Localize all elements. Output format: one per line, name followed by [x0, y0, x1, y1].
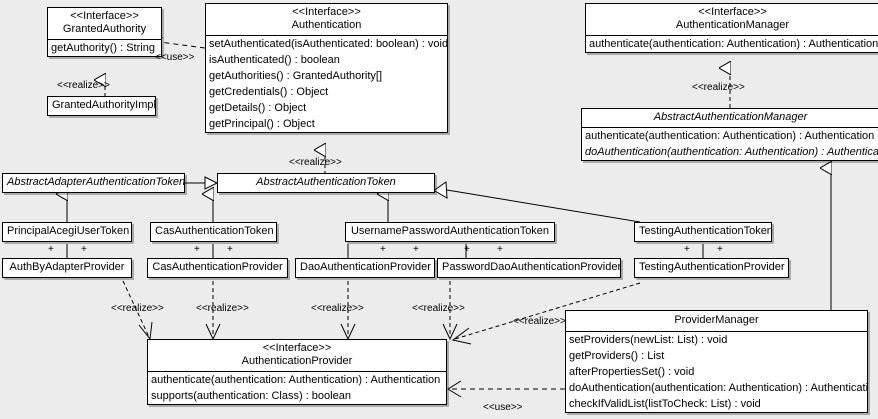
stereotype-label: <<Interface>>: [698, 6, 767, 18]
class-name: ProviderManager: [674, 314, 759, 326]
method-is-authenticated: isAuthenticated() : boolean: [209, 54, 340, 66]
class-provider-manager[interactable]: ProviderManager setProviders(newList: Li…: [565, 310, 868, 413]
edge-label-realize-cas-provider: <<realize>>: [196, 303, 249, 314]
multiplicity-testing-token-target: +: [717, 244, 723, 255]
class-cas-authentication-token[interactable]: CasAuthenticationToken: [150, 222, 277, 242]
edge-label-realize-abstract-authentication-manager: <<realize>>: [692, 82, 745, 93]
multiplicity-principal-token-source: +: [48, 244, 54, 255]
stereotype-label: <<Interface>>: [262, 342, 332, 354]
class-testing-authentication-provider[interactable]: TestingAuthenticationProvider: [634, 258, 789, 278]
method-get-principal: getPrincipal() : Object: [209, 118, 315, 130]
class-name: TestingAuthenticationProvider: [639, 261, 785, 273]
method-get-credentials: getCredentials() : Object: [209, 86, 329, 98]
multiplicity-userpass-token-d: +: [497, 244, 503, 255]
method-get-providers: getProviders() : List: [569, 350, 665, 362]
method-do-authentication: doAuthentication(authentication: Authent…: [585, 146, 878, 158]
methods-compartment: getAuthority() : String: [48, 39, 161, 56]
class-password-dao-authentication-provider[interactable]: PasswordDaoAuthenticationProvider: [437, 258, 621, 278]
class-name: GrantedAuthorityImpl: [52, 99, 156, 111]
methods-compartment: authenticate(authentication: Authenticat…: [582, 127, 878, 160]
class-name: AuthByAdapterProvider: [9, 261, 125, 273]
class-testing-authentication-token[interactable]: TestingAuthenticationToken: [634, 222, 773, 242]
multiplicity-cas-token-target: +: [227, 244, 233, 255]
class-authentication-manager[interactable]: <<Interface>> AuthenticationManager auth…: [585, 3, 878, 53]
class-header: <<Interface>> Authentication: [206, 4, 447, 35]
class-authentication-provider[interactable]: <<Interface>> AuthenticationProvider aut…: [147, 339, 447, 405]
class-abstract-adapter-authentication-token[interactable]: AbstractAdapterAuthenticationToken: [2, 173, 185, 193]
method-get-details: getDetails() : Object: [209, 102, 307, 114]
class-name: PrincipalAcegiUserToken: [7, 225, 130, 237]
method-do-authentication: doAuthentication(authentication: Authent…: [569, 382, 867, 394]
methods-compartment: setAuthenticated(isAuthenticated: boolea…: [206, 35, 447, 132]
edge-label-use-granted-authority: <<use>>: [155, 52, 195, 63]
edge-adapter-token-to-abstract-token: [185, 176, 219, 190]
method-set-authenticated: setAuthenticated(isAuthenticated: boolea…: [209, 38, 447, 50]
class-abstract-authentication-token[interactable]: AbstractAuthenticationToken: [217, 173, 435, 193]
class-name: Authentication: [291, 19, 362, 31]
edge-label-realize-auth-by-adapter: <<realize>>: [111, 303, 164, 314]
class-name: AuthenticationManager: [675, 19, 790, 31]
class-granted-authority-impl[interactable]: GrantedAuthorityImpl: [47, 96, 156, 116]
methods-compartment: authenticate(authentication: Authenticat…: [586, 35, 878, 52]
class-name: CasAuthenticationToken: [155, 225, 274, 237]
class-abstract-authentication-manager[interactable]: AbstractAuthenticationManager authentica…: [581, 108, 878, 161]
method-set-providers: setProviders(newList: List) : void: [569, 334, 728, 346]
method-authenticate: authenticate(authentication: Authenticat…: [151, 374, 441, 386]
class-header: AbstractAuthenticationManager: [582, 109, 878, 127]
class-principal-acegi-user-token[interactable]: PrincipalAcegiUserToken: [2, 222, 132, 242]
stereotype-label: <<Interface>>: [70, 10, 139, 22]
class-granted-authority[interactable]: <<Interface>> GrantedAuthority getAuthor…: [47, 7, 162, 57]
edge-label-use-provider-manager: <<use>>: [483, 402, 523, 413]
multiplicity-cas-token-source: +: [194, 244, 200, 255]
class-name: DaoAuthenticationProvider: [300, 261, 431, 273]
class-name: PasswordDaoAuthenticationProvider: [442, 261, 622, 273]
class-dao-authentication-provider[interactable]: DaoAuthenticationProvider: [295, 258, 435, 278]
multiplicity-userpass-token-a: +: [380, 244, 386, 255]
multiplicity-userpass-token-b: +: [413, 244, 419, 255]
edge-label-realize-password-dao-provider: <<realize>>: [412, 303, 465, 314]
methods-compartment: authenticate(authentication: Authenticat…: [148, 371, 446, 404]
class-name: AbstractAuthenticationManager: [653, 111, 808, 123]
class-header: <<Interface>> AuthenticationProvider: [148, 340, 446, 371]
class-name: TestingAuthenticationToken: [639, 225, 773, 237]
edge-label-realize-granted-authority-impl: <<realize>>: [57, 80, 110, 91]
class-header: <<Interface>> AuthenticationManager: [586, 4, 878, 35]
method-authenticate: authenticate(authentication: Authenticat…: [585, 130, 875, 142]
class-header: ProviderManager: [566, 311, 867, 331]
class-name: AbstractAuthenticationToken: [256, 176, 396, 188]
class-name: GrantedAuthority: [62, 23, 147, 35]
edge-label-realize-abstract-authentication-token: <<realize>>: [289, 157, 342, 168]
method-after-properties-set: afterPropertiesSet() : void: [569, 366, 695, 378]
class-cas-authentication-provider[interactable]: CasAuthenticationProvider: [147, 258, 288, 278]
method-get-authorities: getAuthorities() : GrantedAuthority[]: [209, 70, 383, 82]
method-supports: supports(authentication: Class) : boolea…: [151, 390, 351, 402]
class-name: AbstractAdapterAuthenticationToken: [7, 176, 186, 188]
class-name: AuthenticationProvider: [241, 355, 353, 367]
class-name: UsernamePasswordAuthenticationToken: [350, 225, 550, 237]
multiplicity-principal-token-target: +: [81, 244, 87, 255]
class-name: CasAuthenticationProvider: [152, 261, 283, 273]
multiplicity-testing-token-source: +: [684, 244, 690, 255]
class-authentication[interactable]: <<Interface>> Authentication setAuthenti…: [205, 3, 448, 133]
class-header: <<Interface>> GrantedAuthority: [48, 8, 161, 39]
method-get-authority: getAuthority() : String: [51, 42, 155, 54]
edge-generalize-abstract-token-testing: [433, 181, 641, 223]
method-authenticate: authenticate(authentication: Authenticat…: [589, 38, 878, 50]
method-check-if-valid-list: checkIfValidList(listToCheck: List) : vo…: [569, 398, 761, 410]
edge-label-realize-dao-provider: <<realize>>: [311, 303, 364, 314]
stereotype-label: <<Interface>>: [292, 6, 361, 18]
edge-label-realize-testing-provider: <<realize>>: [513, 316, 566, 327]
class-username-password-authentication-token[interactable]: UsernamePasswordAuthenticationToken: [345, 222, 555, 242]
methods-compartment: setProviders(newList: List) : void getPr…: [566, 331, 867, 412]
class-auth-by-adapter-provider[interactable]: AuthByAdapterProvider: [2, 258, 132, 278]
multiplicity-userpass-token-c: +: [464, 244, 470, 255]
